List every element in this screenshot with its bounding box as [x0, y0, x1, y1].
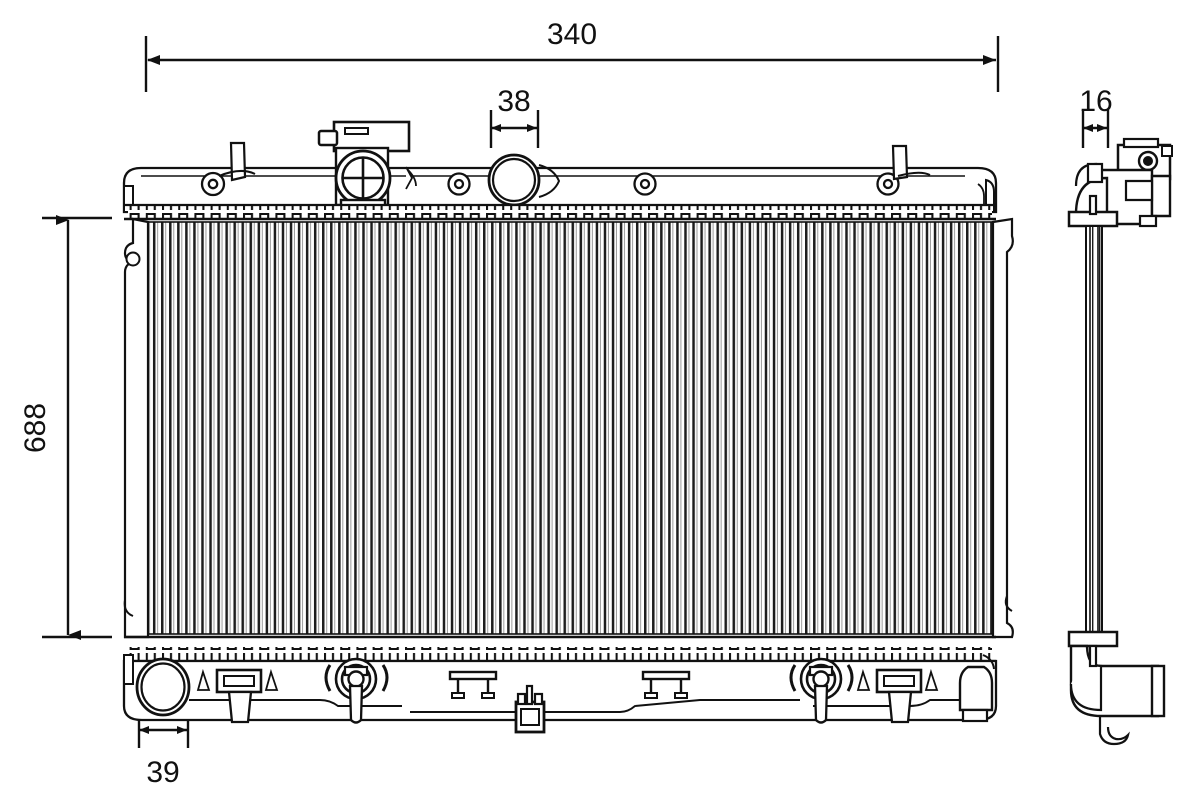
fitting-flare-left	[789, 664, 797, 692]
mounting-hole-3	[633, 172, 657, 196]
mounting-pin-left	[218, 141, 256, 182]
mount-bracket-4	[856, 668, 939, 724]
side-lower-base-plate	[1067, 630, 1119, 648]
dimension-width-overall: 340	[144, 18, 1000, 92]
filler-cap-gusset	[405, 166, 414, 190]
lower-tank-seam-b	[410, 699, 800, 713]
upper-tank-louver-strip	[128, 205, 992, 219]
fitting-flare-left	[324, 664, 332, 692]
dimension-outlet-neck: 39	[137, 713, 190, 789]
dimension-core-depth: 16	[1079, 85, 1113, 148]
mounting-hole-2	[447, 172, 471, 196]
filler-cap	[317, 120, 411, 214]
fitting-flare-right	[846, 664, 854, 692]
mounting-hole-1	[200, 171, 226, 197]
lower-tank-right-corner	[982, 654, 995, 670]
dimension-label-688: 688	[19, 403, 52, 453]
side-rail-hole-left	[125, 251, 141, 267]
core-fin-block	[148, 222, 993, 634]
side-core-fins	[1086, 226, 1102, 632]
bracket-gusset-left	[856, 668, 871, 691]
radiator-core	[123, 217, 1014, 639]
lower-tank	[122, 635, 998, 734]
inlet-port	[487, 153, 561, 207]
side-view	[1067, 137, 1173, 746]
trans-cooler-fitting-2	[789, 657, 854, 724]
fitting-tube-2	[813, 684, 829, 724]
side-lower-hook	[1098, 716, 1130, 746]
side-mount-rib	[1088, 194, 1098, 216]
side-inlet-tab	[1161, 145, 1173, 157]
filler-cap-nipple	[317, 129, 339, 147]
mount-bracket-2	[448, 670, 498, 699]
side-inlet-port-inner	[1143, 156, 1153, 166]
side-lower-outlet-flange	[1150, 664, 1166, 718]
side-tank-inner-step	[1124, 179, 1154, 202]
side-view-upper-tank	[1067, 137, 1173, 228]
bracket-gusset-left	[196, 668, 211, 691]
dimension-height-overall: 688	[19, 215, 112, 640]
dimension-label-39: 39	[146, 756, 179, 789]
side-mount-pin	[1086, 162, 1104, 184]
front-view	[122, 120, 1014, 734]
drain-plug	[514, 684, 546, 734]
mount-bracket-3	[641, 670, 691, 699]
side-inlet-cap	[1122, 137, 1160, 149]
mount-bracket-1	[196, 668, 279, 724]
dimension-inlet-neck: 38	[489, 85, 540, 148]
side-tank-foot	[1138, 214, 1158, 228]
side-view-lower-tank	[1067, 630, 1166, 746]
outlet-port	[135, 657, 191, 717]
side-view-core	[1085, 225, 1103, 633]
lower-tank-louver-strip	[128, 647, 992, 661]
upper-tank-right-corner	[977, 183, 985, 212]
dimension-label-38: 38	[497, 85, 530, 118]
fitting-flare-right	[381, 664, 389, 692]
lower-tank-seam-a	[189, 699, 402, 707]
inlet-port-flare	[538, 164, 561, 198]
left-side-rail	[123, 217, 150, 639]
dimension-label-16: 16	[1079, 85, 1112, 118]
dimension-label-340: 340	[547, 18, 597, 51]
side-lower-rib	[1088, 644, 1098, 668]
upper-tank	[122, 120, 998, 221]
lower-tank-right-stub	[958, 665, 994, 723]
filler-cap-slot	[344, 127, 369, 135]
right-side-rail	[991, 217, 1014, 639]
lower-tank-left-cap	[123, 654, 134, 685]
trans-cooler-fitting-1	[324, 657, 389, 724]
side-tank-extension	[1150, 174, 1172, 218]
mounting-pin-right	[891, 144, 931, 181]
bracket-gusset-right	[264, 668, 279, 691]
fitting-tube-1	[348, 684, 364, 724]
side-lower-elbow-inner	[1069, 645, 1103, 712]
bracket-gusset-right	[924, 668, 939, 691]
filler-cap-top-plate	[332, 120, 411, 153]
